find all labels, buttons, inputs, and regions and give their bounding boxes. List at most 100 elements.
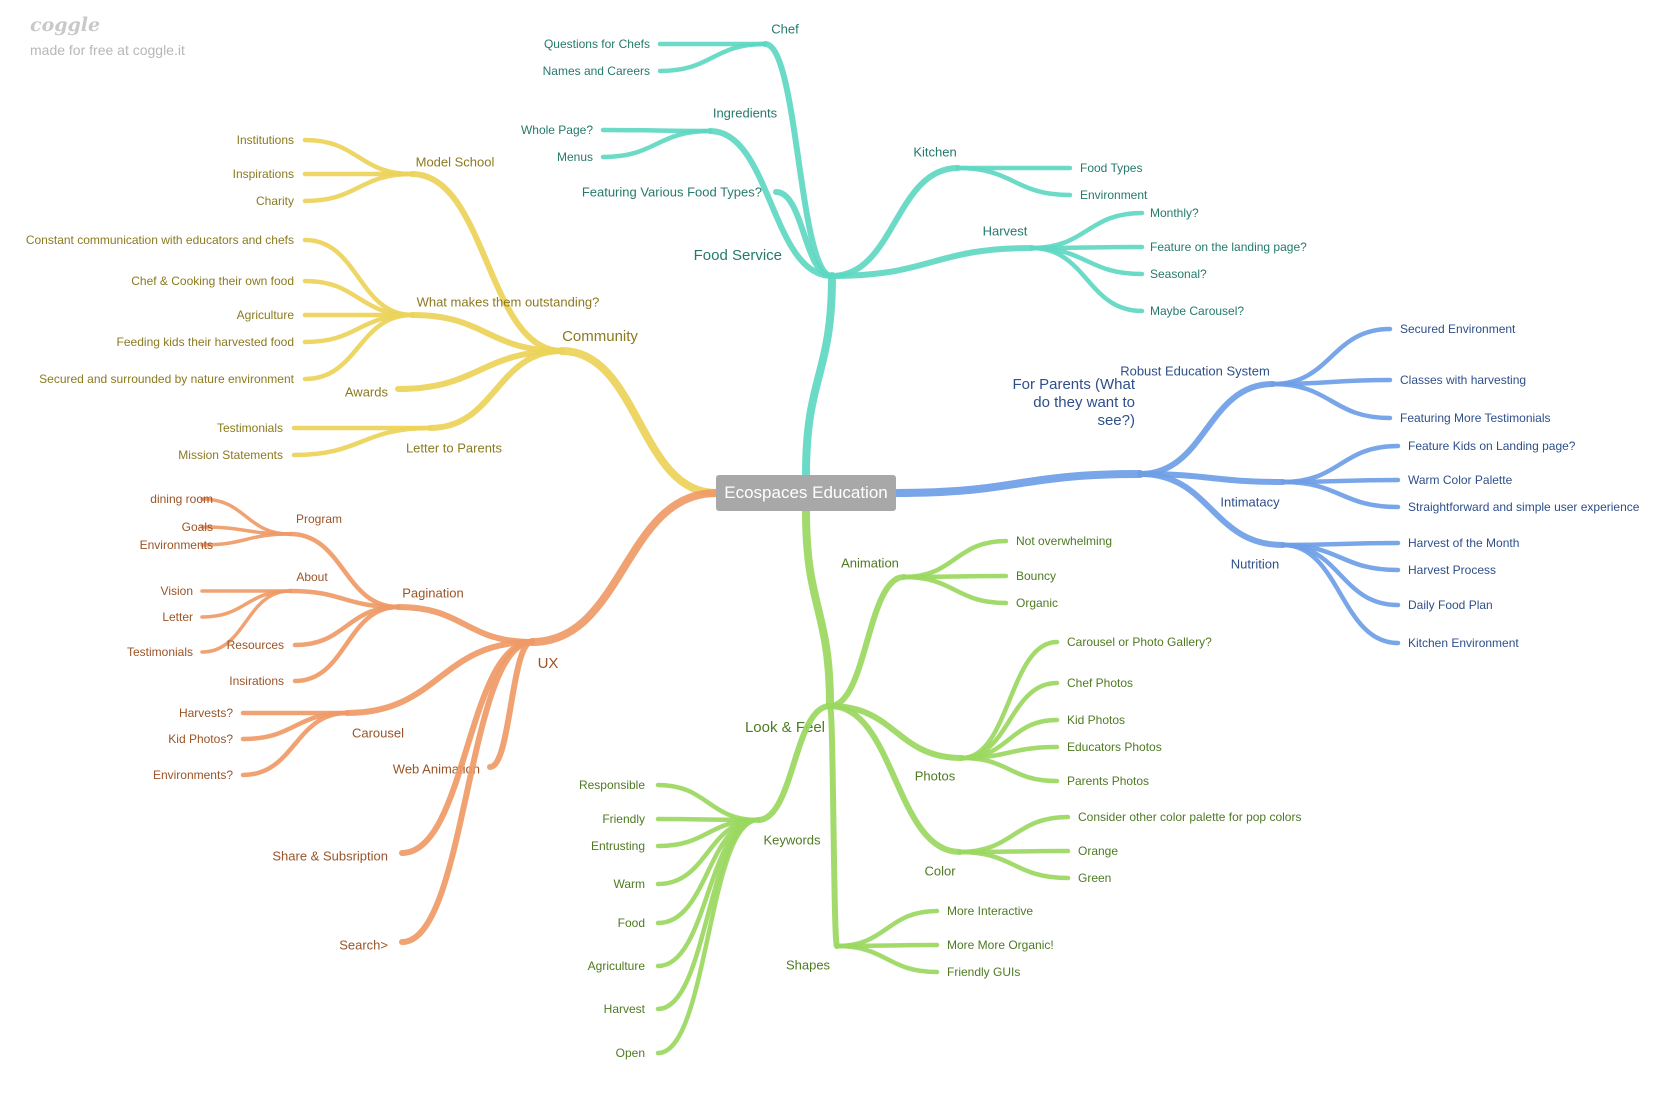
node-awards[interactable]: Awards [345, 384, 389, 399]
node-green[interactable]: Green [1078, 871, 1111, 885]
node-more-interactive[interactable]: More Interactive [947, 904, 1033, 918]
node-environments[interactable]: Environments? [153, 768, 233, 782]
node-resources[interactable]: Resources [227, 638, 284, 652]
node-nutrition[interactable]: Nutrition [1231, 556, 1279, 571]
node-whole-page[interactable]: Whole Page? [521, 123, 593, 137]
node-names-and-careers[interactable]: Names and Careers [543, 64, 650, 78]
node-inspirations[interactable]: Inspirations [233, 167, 294, 181]
node-photos[interactable]: Photos [915, 768, 956, 783]
node-chef-cooking-their-own-food[interactable]: Chef & Cooking their own food [131, 274, 294, 288]
node-charity[interactable]: Charity [256, 194, 294, 208]
node-kid-photos[interactable]: Kid Photos [1067, 713, 1125, 727]
node-keywords[interactable]: Keywords [763, 832, 821, 847]
node-shapes[interactable]: Shapes [786, 957, 831, 972]
node-institutions[interactable]: Institutions [237, 133, 294, 147]
connector-carousel [344, 639, 535, 716]
node-more-more-organic[interactable]: More More Organic! [947, 938, 1054, 952]
node-questions-for-chefs[interactable]: Questions for Chefs [544, 37, 650, 51]
node-letter[interactable]: Letter [162, 610, 193, 624]
connector-environments [240, 710, 350, 778]
connector-environments [200, 532, 292, 547]
node-dining-room[interactable]: dining room [150, 492, 213, 506]
node-harvests[interactable]: Harvests? [179, 706, 233, 720]
node-environment[interactable]: Environment [1080, 188, 1148, 202]
node-ingredients[interactable]: Ingredients [713, 105, 778, 120]
node-monthly[interactable]: Monthly? [1150, 206, 1199, 220]
node-about[interactable]: About [296, 570, 328, 584]
node-secured-environment[interactable]: Secured Environment [1400, 322, 1516, 336]
node-share-subsription[interactable]: Share & Subsription [272, 848, 388, 863]
node-chef[interactable]: Chef [771, 21, 799, 36]
node-friendly[interactable]: Friendly [602, 812, 645, 826]
connector-for-parents-what-do-they-want-to-see [892, 470, 1144, 497]
node-feeding-kids-their-harvested-food[interactable]: Feeding kids their harvested food [117, 335, 294, 349]
node-insirations[interactable]: Insirations [229, 674, 284, 688]
node-parents-photos[interactable]: Parents Photos [1067, 774, 1149, 788]
node-organic[interactable]: Organic [1016, 596, 1058, 610]
node-harvest[interactable]: Harvest [604, 1002, 646, 1016]
connector-charity [302, 171, 415, 204]
node-responsible[interactable]: Responsible [579, 778, 645, 792]
node-orange[interactable]: Orange [1078, 844, 1118, 858]
node-friendly-guis[interactable]: Friendly GUIs [947, 965, 1020, 979]
node-harvest[interactable]: Harvest [983, 223, 1028, 238]
node-food[interactable]: Food [618, 916, 645, 930]
node-intimatacy[interactable]: Intimatacy [1220, 494, 1280, 509]
node-agriculture[interactable]: Agriculture [237, 308, 295, 322]
node-bouncy[interactable]: Bouncy [1016, 569, 1056, 583]
node-feature-on-the-landing-page[interactable]: Feature on the landing page? [1150, 240, 1307, 254]
node-classes-with-harvesting[interactable]: Classes with harvesting [1400, 373, 1526, 387]
node-environments[interactable]: Environments [140, 538, 213, 552]
node-what-makes-them-outstanding[interactable]: What makes them outstanding? [417, 294, 600, 309]
node-seasonal[interactable]: Seasonal? [1150, 267, 1207, 281]
node-food-types[interactable]: Food Types [1080, 161, 1142, 175]
center-node[interactable]: Ecospaces Education [716, 475, 896, 511]
node-maybe-carousel[interactable]: Maybe Carousel? [1150, 304, 1244, 318]
node-color[interactable]: Color [924, 863, 956, 878]
node-featuring-more-testimonials[interactable]: Featuring More Testimonials [1400, 411, 1551, 425]
node-warm[interactable]: Warm [613, 877, 645, 891]
node-constant-communication-with-educators-and-chefs[interactable]: Constant communication with educators an… [26, 233, 294, 247]
node-testimonials[interactable]: Testimonials [127, 645, 193, 659]
node-web-animation[interactable]: Web Animation [393, 761, 480, 776]
node-menus[interactable]: Menus [557, 150, 593, 164]
node-secured-and-surrounded-by-nature-environment[interactable]: Secured and surrounded by nature environ… [39, 372, 294, 386]
node-not-overwhelming[interactable]: Not overwhelming [1016, 534, 1112, 548]
node-testimonials[interactable]: Testimonials [217, 421, 283, 435]
node-carousel[interactable]: Carousel [352, 725, 404, 740]
node-straightforward-and-simple-user-experience[interactable]: Straightforward and simple user experien… [1408, 500, 1640, 514]
node-kitchen[interactable]: Kitchen [913, 144, 956, 159]
node-harvest-process[interactable]: Harvest Process [1408, 563, 1496, 577]
node-robust-education-system[interactable]: Robust Education System [1120, 363, 1270, 378]
node-pagination[interactable]: Pagination [402, 585, 463, 600]
node-model-school[interactable]: Model School [416, 154, 495, 169]
node-kid-photos[interactable]: Kid Photos? [168, 732, 233, 746]
node-educators-photos[interactable]: Educators Photos [1067, 740, 1162, 754]
node-carousel-or-photo-gallery[interactable]: Carousel or Photo Gallery? [1067, 635, 1212, 649]
node-feature-kids-on-landing-page[interactable]: Feature Kids on Landing page? [1408, 439, 1576, 453]
connector-straightforward-and-simple-user-experience [1280, 479, 1401, 510]
node-open[interactable]: Open [616, 1046, 645, 1060]
node-chef-photos[interactable]: Chef Photos [1067, 676, 1133, 690]
node-daily-food-plan[interactable]: Daily Food Plan [1408, 598, 1493, 612]
node-food-service[interactable]: Food Service [694, 247, 782, 264]
node-vision[interactable]: Vision [161, 584, 193, 598]
node-featuring-various-food-types[interactable]: Featuring Various Food Types? [582, 184, 762, 199]
node-search[interactable]: Search> [339, 937, 388, 952]
node-goals[interactable]: Goals [182, 520, 213, 534]
node-agriculture[interactable]: Agriculture [588, 959, 646, 973]
node-ux[interactable]: UX [538, 655, 559, 672]
node-consider-other-color-palette-for-pop-colors[interactable]: Consider other color palette for pop col… [1078, 810, 1301, 824]
node-letter-to-parents[interactable]: Letter to Parents [406, 440, 503, 455]
node-animation[interactable]: Animation [841, 555, 899, 570]
node-kitchen-environment[interactable]: Kitchen Environment [1408, 636, 1519, 650]
node-entrusting[interactable]: Entrusting [591, 839, 645, 853]
node-warm-color-palette[interactable]: Warm Color Palette [1408, 473, 1513, 487]
connector-parents-photos [959, 755, 1060, 784]
node-mission-statements[interactable]: Mission Statements [178, 448, 283, 462]
node-program[interactable]: Program [296, 512, 342, 526]
node-community[interactable]: Community [562, 328, 638, 345]
node-harvest-of-the-month[interactable]: Harvest of the Month [1408, 536, 1519, 550]
